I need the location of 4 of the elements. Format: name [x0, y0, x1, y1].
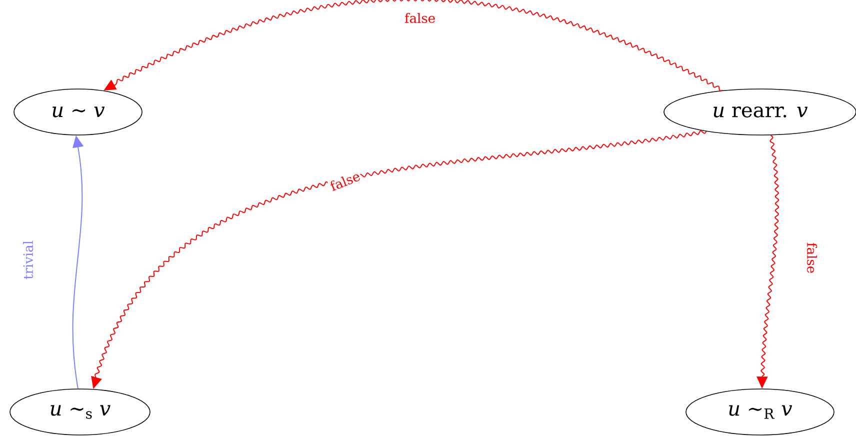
edge-label: false — [327, 169, 363, 193]
edge-label: false — [806, 241, 818, 275]
edge-label: false — [403, 12, 437, 24]
edge-label: trivial — [22, 240, 34, 280]
